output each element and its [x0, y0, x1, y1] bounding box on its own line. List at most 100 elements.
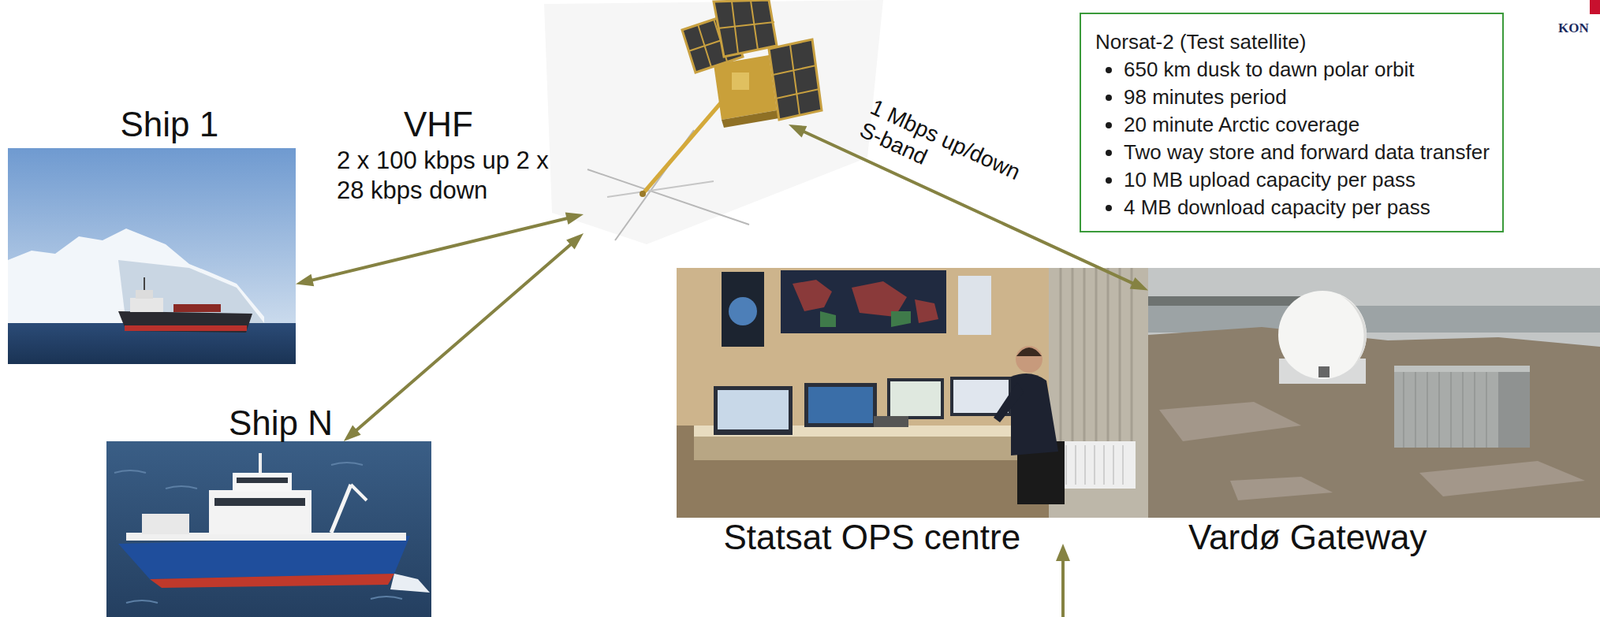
operations-room-photo	[890, 381, 941, 417]
operations-room-photo	[780, 270, 947, 334]
operations-room-photo	[676, 268, 1149, 519]
ship-photo	[130, 298, 164, 313]
input-arrow	[1055, 544, 1071, 617]
info-item: 20 minute Arctic coverage	[1123, 111, 1490, 139]
ground-station-photo	[1403, 370, 1487, 448]
ground-station-photo	[1278, 290, 1367, 380]
info-item: 650 km dusk to dawn polar orbit	[1123, 55, 1490, 84]
operations-room-photo	[721, 272, 765, 347]
ground-station-photo	[1318, 366, 1330, 378]
ship-photo	[141, 514, 190, 535]
ship-box: Ship N	[106, 441, 432, 617]
info-box: Norsat-2 (Test satellite)650 km dusk to …	[1079, 12, 1504, 233]
ship-photo	[350, 484, 367, 501]
operations-room-photo	[713, 386, 793, 436]
operations-room-photo	[887, 378, 944, 420]
info-title: Norsat-2 (Test satellite)	[1095, 14, 1490, 56]
ship-photo	[7, 148, 296, 365]
operations-room-photo	[792, 279, 939, 324]
input-arrow	[1061, 558, 1065, 617]
ship-photo	[118, 311, 253, 333]
ship-photo	[124, 325, 247, 332]
satellite-illustration	[768, 39, 822, 120]
ship-photo	[208, 490, 312, 535]
link-arrow	[295, 212, 584, 288]
info-list: 650 km dusk to dawn polar orbit98 minute…	[1095, 55, 1490, 222]
operations-room-photo	[958, 275, 992, 336]
ground-station-photo	[1394, 365, 1530, 373]
ground-station-photo	[1340, 295, 1367, 370]
operations-room-photo	[693, 436, 1041, 461]
ship-photo	[236, 477, 288, 484]
operations-room-photo	[1016, 347, 1042, 357]
ship-photo	[232, 473, 292, 493]
logo-mark	[1589, 0, 1600, 15]
arrow-head	[566, 233, 584, 250]
node-note: 2 x 100 kbps up 2 x 28 kbps down	[336, 145, 565, 206]
satellite-illustration	[721, 110, 780, 128]
arrow-head	[788, 124, 807, 138]
ground-station-photo	[1148, 268, 1600, 519]
input-arrow	[1055, 544, 1071, 562]
operations-room-photo	[808, 387, 873, 424]
operations-room-photo	[820, 311, 911, 328]
satellite-illustration	[639, 190, 646, 198]
operations-room-photo	[1015, 346, 1043, 373]
satellite-illustration	[772, 44, 820, 116]
ship-photo	[118, 536, 411, 580]
arrow-head	[1130, 277, 1149, 291]
ship-photo	[135, 290, 153, 299]
info-item: 10 MB upload capacity per pass	[1123, 166, 1490, 194]
node-label: Ship N	[228, 403, 333, 444]
ship-photo	[7, 148, 296, 365]
link-label: 1 Mbps up/down S-band	[855, 94, 1028, 210]
operations-room-photo	[804, 383, 877, 428]
operations-box: Statsat OPS centre	[676, 268, 1149, 519]
info-item: 4 MB download capacity per pass	[1123, 193, 1490, 222]
satellite-illustration	[544, 0, 884, 245]
satellite-illustration	[587, 169, 750, 225]
ground-station-photo	[1394, 370, 1530, 448]
info-item: Two way store and forward data transfer	[1123, 138, 1490, 167]
satellite-illustration	[713, 0, 777, 57]
node-label: Ship 1	[120, 104, 220, 146]
ship-photo	[390, 574, 430, 594]
arrow-head	[565, 212, 584, 226]
link-line	[310, 218, 568, 281]
satellite-illustration	[717, 0, 775, 54]
arrow-head	[295, 274, 314, 288]
ground-station-photo	[1498, 370, 1530, 448]
ship-photo	[106, 441, 432, 617]
satellite-box: VHF2 x 100 kbps up 2 x 28 kbps down	[583, 0, 789, 237]
ship-photo	[331, 484, 351, 534]
operations-room-photo	[873, 416, 909, 428]
satellite-illustration	[607, 181, 714, 198]
ground-station-photo	[1148, 327, 1600, 519]
node-label: Vardø Gateway	[1188, 518, 1427, 559]
operations-room-photo	[676, 268, 1149, 519]
ship-photo	[7, 323, 296, 365]
node-label: VHF	[403, 104, 474, 146]
link-line	[355, 243, 572, 432]
ship-photo	[258, 453, 262, 474]
ship-photo	[106, 441, 432, 617]
ship-photo	[143, 277, 146, 291]
arrow-head	[343, 425, 362, 442]
gateway-box: Vardø Gateway	[1148, 268, 1600, 519]
ship-photo	[214, 498, 306, 507]
node-label: Statsat OPS centre	[723, 518, 1022, 559]
info-item: 98 minutes period	[1123, 83, 1490, 112]
operations-room-photo	[728, 297, 758, 326]
link-arrow	[343, 233, 584, 442]
operations-room-photo	[717, 390, 789, 430]
satellite-illustration	[731, 72, 750, 90]
operations-room-photo	[993, 382, 1024, 423]
ship-box: Ship 1	[7, 148, 296, 365]
ground-station-photo	[1148, 305, 1600, 333]
ground-station-photo	[1148, 268, 1600, 519]
logo-text: KON	[1558, 20, 1589, 37]
satellite-illustration	[544, 0, 884, 245]
satellite-illustration	[713, 55, 777, 120]
ship-photo	[149, 574, 395, 589]
